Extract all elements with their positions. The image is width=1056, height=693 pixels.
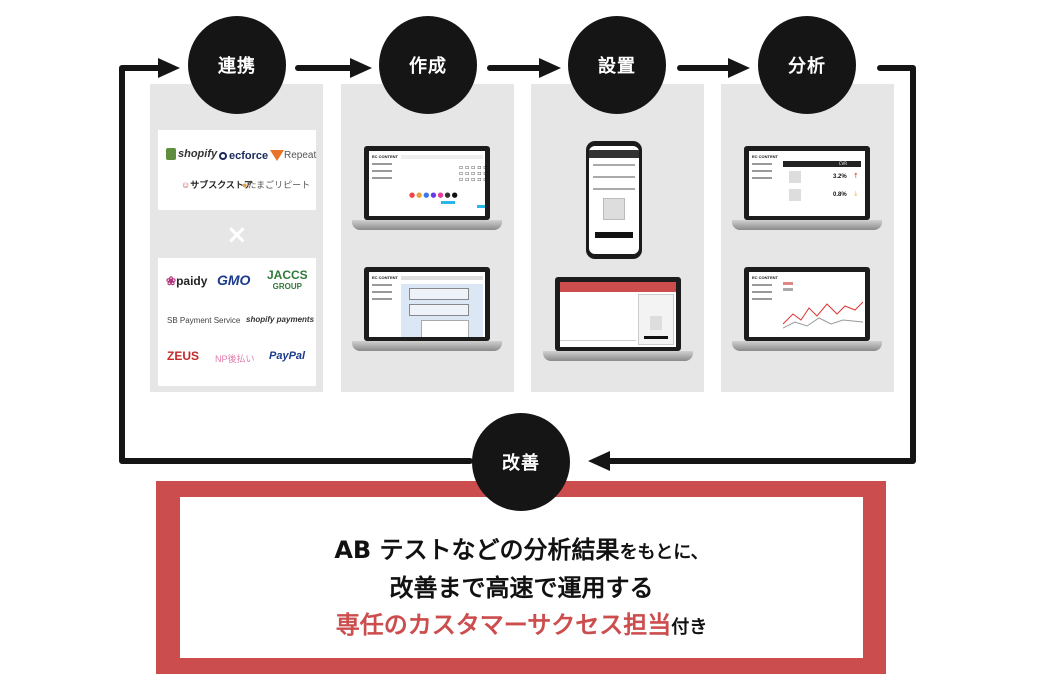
analyze-laptop-2: EC CONTENT [732,267,882,351]
screen-brand-text: EC CONTENT [372,275,398,280]
message-line-1: AB テストなどの分析結果をもとに、 [180,530,863,565]
ecforce-ring-icon [219,152,227,161]
tamago-repeat-logo: ●たまごリピート [242,180,311,190]
shopify-bag-icon [166,148,176,161]
cross-icon: × [226,220,248,250]
arrowhead-create [350,58,372,78]
gmo-logo: GMO [217,272,251,288]
ecforce-logo: ecforce [219,150,268,162]
create-laptop-1: EC CONTENT ▫▫▫▫▫ ▫▫▫▫▫ ▫▫▫▫▫ ●●●●●●● [352,146,502,230]
arrowhead-improve [588,451,610,471]
loop-right-line [605,65,916,464]
tamago-egg-icon: ● [242,180,248,190]
shopify-logo: shopify [166,148,217,161]
shopify-payments-logo: shopify payments [246,315,315,324]
cvr-value-a: 3.2% [833,174,847,180]
subscstore-face-icon: ☺ [181,180,191,190]
install-laptop [543,277,693,361]
message-line-3-suffix: 付き [671,617,708,638]
arrowhead-analyze [728,58,750,78]
step-create-circle: 作成 [379,16,477,114]
sb-payment-logo: SB Payment Service [167,316,241,325]
arrowhead-link [158,58,180,78]
np-atobarai-logo: NP後払い [215,354,255,364]
step-improve-circle: 改善 [472,413,570,511]
paypal-logo: PayPal [269,350,306,362]
paidy-mark-icon: ❀ [166,274,177,288]
cvr-value-b: 0.8% [833,192,847,198]
analyze-laptop-1: EC CONTENT CVR 3.2% 0.8% ↑ ↓ [732,146,882,230]
zeus-logo: ZEUS [167,349,200,363]
jaccs-logo: JACCS GROUP [267,268,308,291]
screen-brand-text: EC CONTENT [372,154,398,159]
cvr-header: CVR [783,161,861,167]
paidy-logo: ❀paidy [166,274,208,288]
step-link-circle: 連携 [188,16,286,114]
loop-left-line [119,65,473,464]
payment-logos [158,258,316,386]
step-analyze-circle: 分析 [758,16,856,114]
repeat-logo: Repeat [270,150,316,161]
screen-brand-text: EC CONTENT [752,275,778,280]
screen-brand-text: EC CONTENT [752,154,778,159]
message-line-3-highlight: 専任のカスタマーサクセス担当 [335,611,672,639]
message-box [180,497,863,658]
step-install-circle: 設置 [568,16,666,114]
message-line-2: 改善まで高速で運用する [389,574,654,602]
message-line-1-main: AB テストなどの分析結果 [334,536,620,564]
repeat-triangle-icon [270,150,284,161]
arrowhead-install [539,58,561,78]
arrow-up-icon: ↑ [853,172,859,180]
message-line-3: 専任のカスタマーサクセス担当付き [180,605,863,640]
subscstore-logo: ☺サブスクストア [181,180,253,190]
line-graph [783,301,863,329]
install-phone [586,141,642,259]
message-line-1-suffix: をもとに、 [619,542,709,563]
arrow-down-icon: ↓ [853,190,859,198]
create-laptop-2: EC CONTENT [352,267,502,351]
platform-logos [158,130,316,210]
